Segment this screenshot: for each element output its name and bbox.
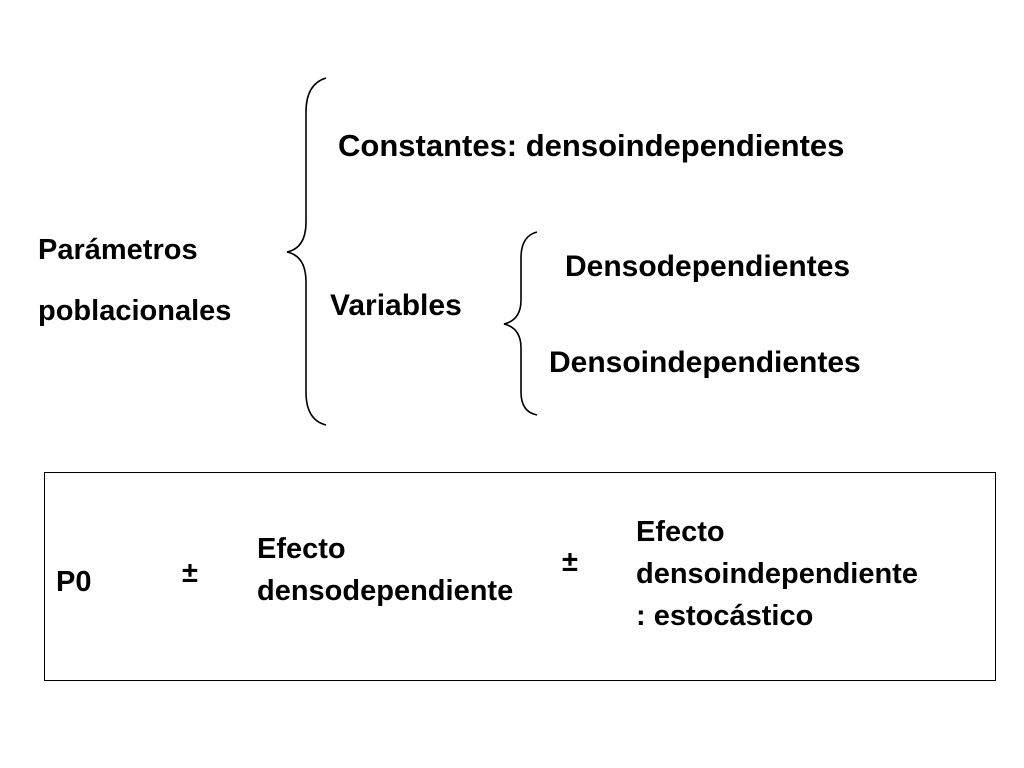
formula-term3-line1: Efecto — [636, 516, 725, 548]
small-brace-icon — [503, 231, 538, 416]
variable-sub2-label: Densoindependientes — [549, 346, 861, 379]
variable-sub1-label: Densodependientes — [565, 250, 851, 283]
formula-term3-line3: : estocástico — [636, 600, 814, 632]
root-label-line1: Parámetros — [38, 234, 198, 266]
formula-term-p0: P0 — [56, 566, 92, 598]
formula-term2-line2: densodependiente — [257, 575, 514, 607]
formula-term-3: Efecto densoindependiente : estocástico — [636, 511, 918, 637]
branch-constant-label: Constantes: densoindependientes — [338, 128, 845, 163]
formula-term-2: Efecto densodependiente — [257, 528, 513, 612]
formula-operator-2: ± — [562, 546, 578, 578]
large-brace-icon — [286, 77, 327, 426]
branch-variable-label: Variables — [330, 289, 462, 322]
formula-term3-line2: densoindependiente — [636, 558, 918, 590]
root-label-line2: poblacionales — [38, 295, 232, 327]
formula-term2-line1: Efecto — [257, 533, 346, 565]
formula-operator-1: ± — [182, 557, 198, 589]
formula-box — [44, 472, 996, 681]
